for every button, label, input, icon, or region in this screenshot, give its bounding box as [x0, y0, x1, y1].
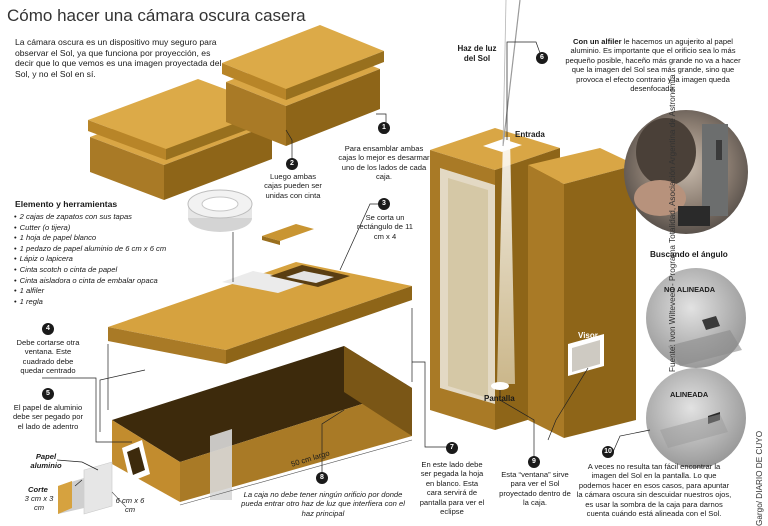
- step-7-badge: 7: [446, 442, 458, 454]
- artist-credit: Gargo/ DIARIO DE CUYO: [755, 430, 764, 526]
- sun-beam-label: Haz de luz del Sol: [457, 44, 497, 63]
- list-item: Cutter (o tijera): [14, 223, 166, 234]
- long-box: [58, 346, 413, 515]
- aligned-circle: [646, 368, 746, 468]
- step-7-text: En este lado debe ser pegada la hoja en …: [419, 460, 485, 517]
- step-6-rest: le hacemos un agujerito al papel alumini…: [565, 37, 741, 94]
- step-5-text: El papel de aluminio debe ser pegado por…: [12, 403, 84, 431]
- list-item: 1 alfiler: [14, 286, 166, 297]
- materials-list: 2 cajas de zapatos con sus tapas Cutter …: [14, 212, 166, 307]
- camera-assembly: [430, 0, 636, 438]
- list-item: 1 hoja de papel blanco: [14, 233, 166, 244]
- step-5-badge: 5: [42, 388, 54, 400]
- step-6-bold: Con un alfiler: [573, 37, 622, 46]
- visor-label: Visor: [578, 331, 598, 340]
- list-item: Lápiz o lapicera: [14, 254, 166, 265]
- step-6-badge: 6: [536, 52, 548, 64]
- step-8-badge: 8: [316, 472, 328, 484]
- step-1-badge: 1: [378, 122, 390, 134]
- entrada-label: Entrada: [515, 130, 545, 139]
- source-credit: Fuente: Ivon Wilteveen - Programa Totali…: [668, 74, 677, 373]
- step-3-text: Se corta un rectángulo de 11 cm x 4: [356, 213, 413, 241]
- corte-dim-label: 3 cm x 3 cm: [24, 494, 54, 513]
- step-2-badge: 2: [286, 158, 298, 170]
- step-10-text: A veces no resulta tan fácil encontrar l…: [576, 462, 732, 519]
- step-1-text: Para ensamblar ambas cajas lo mejor es d…: [338, 144, 430, 182]
- list-item: Cinta scotch o cinta de papel: [14, 265, 166, 276]
- no-aligned-circle: [646, 268, 746, 368]
- step-8-text: La caja no debe tener ningún orificio po…: [241, 490, 405, 518]
- list-item: 1 pedazo de papel aluminio de 6 cm x 6 c…: [14, 244, 166, 255]
- no-aligned-label: NO ALINEADA: [664, 285, 716, 294]
- step-6-text: Con un alfiler le hacemos un agujerito a…: [560, 37, 746, 93]
- step-4-text: Debe cortarse otra ventana. Este cuadrad…: [16, 338, 80, 376]
- shoe-box-right: [222, 25, 384, 146]
- step-3-badge: 3: [378, 198, 390, 210]
- pantalla-label: Pantalla: [484, 394, 515, 403]
- tape-roll: [187, 189, 253, 232]
- person-photo: [624, 110, 748, 234]
- list-item: 1 regla: [14, 297, 166, 308]
- step-9-badge: 9: [528, 456, 540, 468]
- assembled-lid: [108, 224, 412, 364]
- intro-text: La cámara oscura es un dispositivo muy s…: [15, 37, 222, 79]
- step-2-text: Luego ambas cajas pueden ser unidas con …: [264, 172, 322, 200]
- page-title: Cómo hacer una cámara oscura casera: [7, 6, 306, 25]
- papel-label: Papel aluminio: [30, 452, 62, 471]
- list-item: Cinta aisladora o cinta de embalar opaca: [14, 276, 166, 287]
- materials-heading: Elemento y herramientas: [15, 199, 118, 209]
- angle-heading: Buscando el ángulo: [650, 250, 728, 259]
- six-cm-label: 6 cm x 6 cm: [115, 496, 145, 515]
- corte-label: Corte: [28, 485, 48, 494]
- aligned-label: ALINEADA: [670, 390, 709, 399]
- step-9-text: Esta “ventana” sirve para ver el Sol pro…: [499, 470, 571, 508]
- step-4-badge: 4: [42, 323, 54, 335]
- step-10-badge: 10: [602, 446, 614, 458]
- list-item: 2 cajas de zapatos con sus tapas: [14, 212, 166, 223]
